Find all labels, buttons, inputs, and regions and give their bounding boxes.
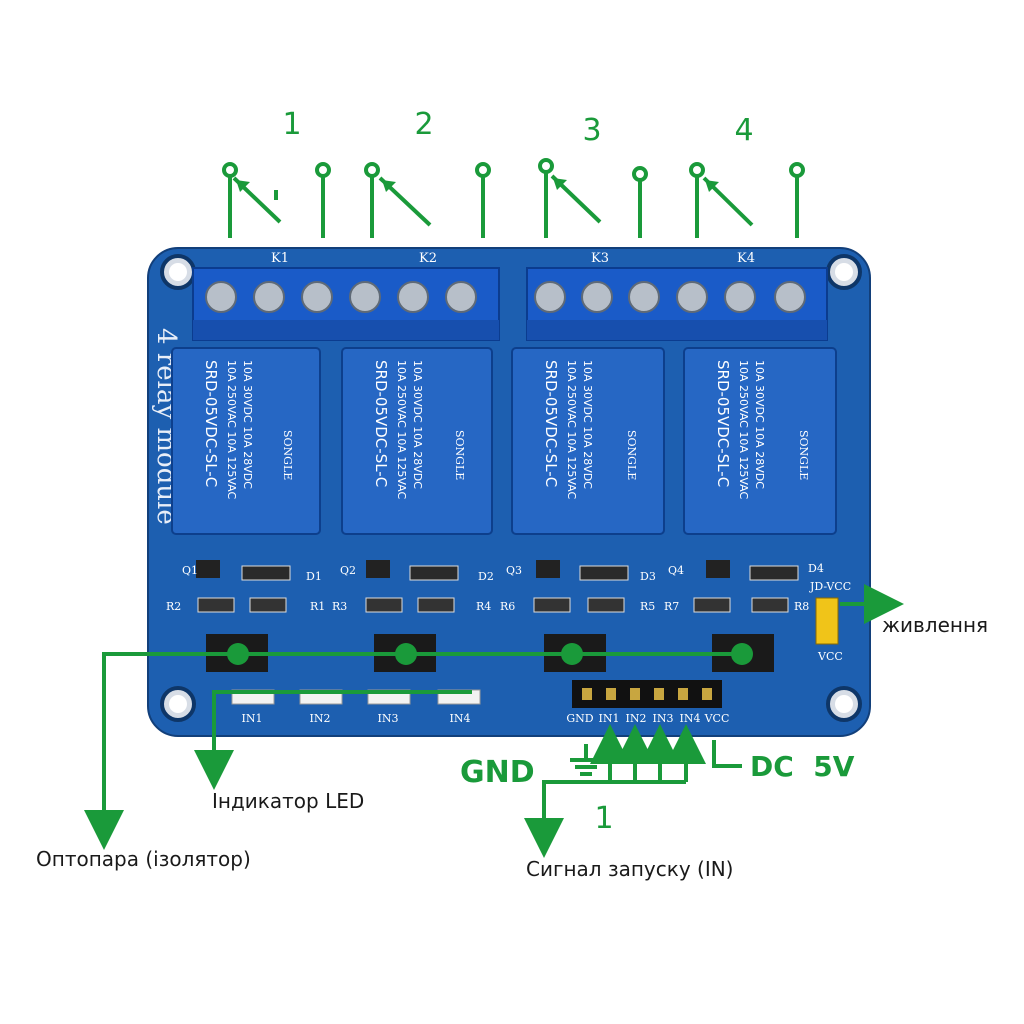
text-label: 10A 250VAC 10A 125VAC	[565, 360, 578, 500]
r-label-right-4: R8	[794, 600, 809, 613]
k-label-1: K1	[271, 251, 289, 266]
pin-label-in3: IN3	[653, 712, 674, 725]
text-label: SONGLE	[797, 430, 810, 480]
annotation-power: живлення	[882, 613, 988, 637]
annotation-one: 1	[594, 801, 613, 836]
text-label: SONGLE	[625, 430, 638, 480]
r-label-left-4: R7	[664, 600, 679, 613]
d-label-2: D2	[478, 570, 494, 583]
text-label: SRD-05VDC-SL-C	[714, 360, 732, 487]
d-label-3: D3	[640, 570, 656, 583]
d-label-1: D1	[306, 570, 322, 583]
contact-arrowheads	[236, 178, 719, 192]
q-label-1: Q1	[182, 564, 198, 577]
r-label-right-3: R5	[640, 600, 655, 613]
r-label-left-2: R3	[332, 600, 347, 613]
annotation-dots	[227, 643, 753, 665]
in-label-3: IN3	[378, 712, 399, 725]
q-label-4: Q4	[668, 564, 684, 577]
text-label: 10A 250VAC 10A 125VAC	[737, 360, 750, 500]
pin-label-gnd: GND	[566, 712, 593, 725]
annotation-led: Індикатор LED	[212, 789, 364, 813]
jumper	[815, 597, 839, 645]
r-label-left-1: R2	[166, 600, 181, 613]
k-label-2: K2	[419, 251, 437, 266]
in-label-2: IN2	[310, 712, 331, 725]
text-label: SRD-05VDC-SL-C	[202, 360, 220, 487]
relay-number-3: 3	[582, 113, 601, 148]
text-label: 10A 30VDC 10A 28VDC	[581, 360, 594, 489]
relay-4: SRD-05VDC-SL-C 10A 250VAC 10A 125VAC 10A…	[683, 347, 837, 535]
text-label: 10A 250VAC 10A 125VAC	[395, 360, 408, 500]
annotation-trigger: Сигнал запуску (IN)	[526, 857, 733, 881]
jumper-bottom-label: VCC	[817, 650, 843, 663]
text-label: 10A 30VDC 10A 28VDC	[753, 360, 766, 489]
q-label-3: Q3	[506, 564, 522, 577]
mounting-holes	[160, 254, 862, 722]
text-label: SONGLE	[453, 430, 466, 480]
relay-number-4: 4	[734, 113, 753, 148]
k-label-4: K4	[737, 251, 755, 266]
terminal-block-right	[526, 267, 828, 341]
contact-symbols	[222, 158, 805, 238]
text-label: SRD-05VDC-SL-C	[372, 360, 390, 487]
k-label-3: K3	[591, 251, 609, 266]
r-label-right-2: R4	[476, 600, 491, 613]
pin-label-vcc: VCC	[704, 712, 730, 725]
r-label-right-1: R1	[310, 600, 325, 613]
text-label: 10A 30VDC 10A 28VDC	[411, 360, 424, 489]
relay-3: SRD-05VDC-SL-C 10A 250VAC 10A 125VAC 10A…	[511, 347, 665, 535]
text-label: SRD-05VDC-SL-C	[542, 360, 560, 487]
pin-label-in2: IN2	[626, 712, 647, 725]
annotation-dc5v: DC 5V	[750, 750, 855, 783]
annotation-gnd: GND	[460, 755, 535, 790]
in-label-4: IN4	[450, 712, 471, 725]
text-label: SONGLE	[281, 430, 294, 480]
pin-header	[572, 680, 722, 708]
annotation-lines	[84, 584, 904, 858]
relay-2: SRD-05VDC-SL-C 10A 250VAC 10A 125VAC 10A…	[341, 347, 493, 535]
text-label: 10A 250VAC 10A 125VAC	[225, 360, 238, 500]
q-label-2: Q2	[340, 564, 356, 577]
pin-label-in1: IN1	[599, 712, 620, 725]
d-label-4: D4	[808, 562, 824, 575]
annotation-optocoupler: Оптопара (ізолятор)	[36, 847, 251, 871]
relay-number-2: 2	[414, 107, 433, 142]
text-label: 10A 30VDC 10A 28VDC	[241, 360, 254, 489]
terminal-screws	[205, 281, 806, 313]
in-label-1: IN1	[242, 712, 263, 725]
jumper-top-label: JD-VCC	[809, 580, 851, 593]
r-label-left-3: R6	[500, 600, 515, 613]
pin-label-in4: IN4	[680, 712, 701, 725]
relay-1: SRD-05VDC-SL-C 10A 250VAC 10A 125VAC 10A…	[171, 347, 321, 535]
relay-number-1: 1	[282, 107, 301, 142]
